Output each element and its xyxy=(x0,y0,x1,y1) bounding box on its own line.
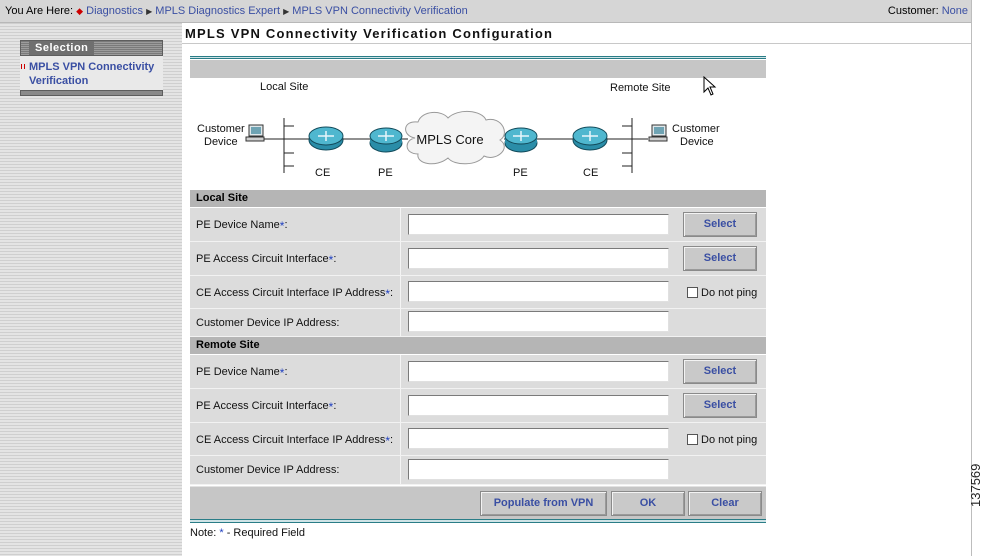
remote-pe-device-input[interactable] xyxy=(408,361,669,382)
figure-id: 137569 xyxy=(968,463,983,507)
required-mark-icon: * xyxy=(279,366,285,380)
local-pe-access-row: PE Access Circuit Interface*: Select xyxy=(190,242,766,276)
topology-diagram: Local Site Remote Site Customer Device C… xyxy=(190,78,766,189)
diagram-core-label: MPLS Core xyxy=(416,132,483,147)
nav-item-label-line1: MPLS VPN Connectivity xyxy=(29,61,155,73)
nav-bullet-icon xyxy=(21,64,25,69)
remote-pe-device-select-button[interactable]: Select xyxy=(683,359,757,384)
mpls-core-cloud-icon xyxy=(405,111,505,165)
local-site-section-header: Local Site xyxy=(190,190,766,207)
config-panel: Local Site Remote Site Customer Device C… xyxy=(190,56,766,523)
remote-ce-access-ip-input[interactable] xyxy=(408,428,669,449)
local-customer-ip-label: Customer Device IP Address: xyxy=(196,317,340,329)
page-title: MPLS VPN Connectivity Verification Confi… xyxy=(185,26,554,41)
required-mark-icon: * xyxy=(279,219,285,233)
local-ce-access-ip-label: CE Access Circuit Interface IP Address*: xyxy=(196,287,394,301)
diagram-pe-left-label: PE xyxy=(378,167,393,179)
diagram-pe-right-label: PE xyxy=(513,167,528,179)
checkbox-icon xyxy=(687,287,698,298)
mouse-cursor-icon xyxy=(703,76,717,96)
diagram-ce-left-label: CE xyxy=(315,167,331,179)
populate-from-vpn-button[interactable]: Populate from VPN xyxy=(480,491,607,516)
local-customer-ip-row: Customer Device IP Address: xyxy=(190,309,766,337)
breadcrumb: You Are Here: ◆ Diagnostics ▶ MPLS Diagn… xyxy=(5,5,468,17)
local-do-not-ping-checkbox[interactable]: Do not ping xyxy=(687,287,757,299)
required-mark-icon: * xyxy=(385,434,390,448)
local-pe-access-label: PE Access Circuit Interface*: xyxy=(196,253,337,267)
breadcrumb-arrow-icon: ▶ xyxy=(146,7,153,16)
diagram-local-site-label: Local Site xyxy=(260,81,309,93)
diagram-customer-device-left-line1: Customer xyxy=(197,123,245,135)
left-navigation: Selection MPLS VPN Connectivity Verifica… xyxy=(0,23,182,556)
diagram-customer-device-right-line1: Customer xyxy=(672,123,720,135)
remote-pe-device-label: PE Device Name*: xyxy=(196,366,288,380)
clear-button[interactable]: Clear xyxy=(688,491,762,516)
remote-ce-access-ip-label: CE Access Circuit Interface IP Address*: xyxy=(196,434,394,448)
local-pe-device-row: PE Device Name*: Select xyxy=(190,208,766,242)
local-pe-device-input[interactable] xyxy=(408,214,669,235)
nav-item-mpls-vpn-verification[interactable]: MPLS VPN Connectivity Verification xyxy=(20,56,163,90)
remote-pe-access-label: PE Access Circuit Interface*: xyxy=(196,400,337,414)
customer-value[interactable]: None xyxy=(941,5,968,17)
panel-top-border xyxy=(190,56,766,59)
remote-customer-ip-label: Customer Device IP Address: xyxy=(196,464,340,476)
breadcrumb-arrow-icon: ▶ xyxy=(283,7,290,16)
action-bar: Populate from VPN OK Clear xyxy=(190,486,766,519)
remote-pe-device-row: PE Device Name*: Select xyxy=(190,355,766,389)
selection-box: Selection MPLS VPN Connectivity Verifica… xyxy=(20,40,163,96)
checkbox-icon xyxy=(687,434,698,445)
ce-router-left-icon xyxy=(308,126,344,151)
breadcrumb-link-mpls-diagnostics-expert[interactable]: MPLS Diagnostics Expert xyxy=(155,5,280,17)
remote-site-section-header: Remote Site xyxy=(190,337,766,354)
remote-ce-access-ip-row: CE Access Circuit Interface IP Address*:… xyxy=(190,423,766,456)
local-ce-access-ip-row: CE Access Circuit Interface IP Address*:… xyxy=(190,276,766,309)
diagram-customer-device-right-line2: Device xyxy=(680,136,714,148)
diagram-remote-site-label: Remote Site xyxy=(610,82,671,94)
local-site-title: Local Site xyxy=(196,192,248,204)
ok-button[interactable]: OK xyxy=(611,491,685,516)
required-mark-icon: * xyxy=(328,253,334,267)
remote-pe-access-select-button[interactable]: Select xyxy=(683,393,757,418)
breadcrumb-bar: You Are Here: ◆ Diagnostics ▶ MPLS Diagn… xyxy=(0,0,972,23)
pe-router-right-icon xyxy=(504,127,538,153)
topology-graphic: MPLS Core xyxy=(245,111,668,173)
remote-site-title: Remote Site xyxy=(196,339,260,351)
diagram-customer-device-left-line2: Device xyxy=(204,136,238,148)
required-mark-icon: * xyxy=(328,400,334,414)
required-mark-icon: * xyxy=(219,527,224,539)
title-divider xyxy=(182,43,971,44)
local-pe-device-select-button[interactable]: Select xyxy=(683,212,757,237)
panel-bottom-border xyxy=(190,519,766,523)
required-field-note: Note: * - Required Field xyxy=(190,527,305,539)
local-ce-access-ip-input[interactable] xyxy=(408,281,669,302)
right-divider xyxy=(971,0,972,556)
panel-header-bar xyxy=(190,60,766,78)
breadcrumb-prefix: You Are Here: xyxy=(5,5,74,17)
nav-item-label-line2: Verification xyxy=(29,75,89,87)
breadcrumb-bullet-icon: ◆ xyxy=(76,6,84,16)
customer-computer-right-icon xyxy=(648,124,668,142)
remote-pe-access-input[interactable] xyxy=(408,395,669,416)
customer-computer-left-icon xyxy=(245,124,265,142)
remote-customer-ip-input[interactable] xyxy=(408,459,669,480)
customer-label: Customer: xyxy=(887,5,939,17)
local-pe-access-select-button[interactable]: Select xyxy=(683,246,757,271)
local-pe-device-label: PE Device Name*: xyxy=(196,219,288,233)
remote-customer-ip-row: Customer Device IP Address: xyxy=(190,456,766,485)
required-mark-icon: * xyxy=(385,287,390,301)
breadcrumb-link-diagnostics[interactable]: Diagnostics xyxy=(86,5,143,17)
remote-pe-access-row: PE Access Circuit Interface*: Select xyxy=(190,389,766,423)
customer-indicator: Customer: None xyxy=(888,5,968,17)
local-customer-ip-input[interactable] xyxy=(408,311,669,332)
selection-footer xyxy=(20,90,163,96)
breadcrumb-link-mpls-vpn-verification[interactable]: MPLS VPN Connectivity Verification xyxy=(292,5,468,17)
remote-do-not-ping-checkbox[interactable]: Do not ping xyxy=(687,434,757,446)
selection-header-label: Selection xyxy=(29,41,95,55)
diagram-ce-right-label: CE xyxy=(583,167,599,179)
pe-router-left-icon xyxy=(369,127,403,153)
selection-header: Selection xyxy=(20,40,163,56)
ce-router-right-icon xyxy=(572,126,608,151)
local-pe-access-input[interactable] xyxy=(408,248,669,269)
